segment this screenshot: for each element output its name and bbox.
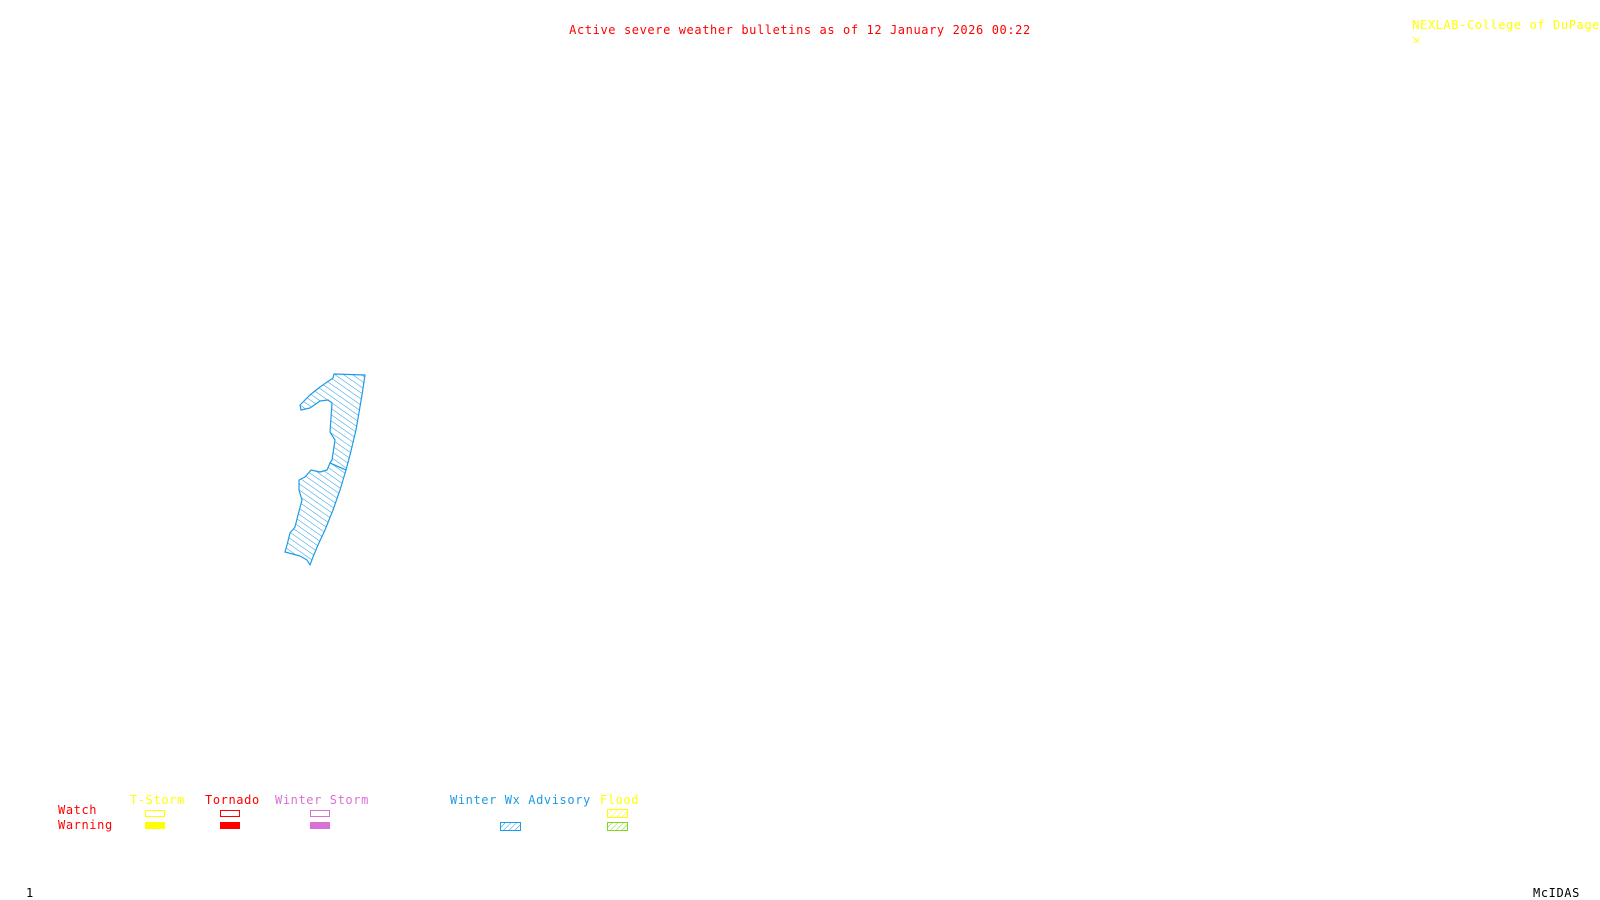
legend-label-winter-storm: Winter Storm <box>275 793 369 807</box>
advisory-polygon-north <box>299 373 366 471</box>
legend-tornado-warning-swatch <box>220 822 240 829</box>
legend-winter-storm-warning-swatch <box>310 822 330 829</box>
advisory-polygon-south <box>284 462 347 566</box>
legend-tornado-watch-swatch <box>220 810 240 817</box>
frame-number: 1 <box>26 886 34 900</box>
winter-wx-advisory-area <box>284 373 366 566</box>
page-title: Active severe weather bulletins as of 12… <box>569 23 1031 37</box>
legend-flood-warning-swatch <box>607 822 628 831</box>
credit-text: NEXLAB-College of DuPage <box>1412 18 1600 32</box>
legend-label-winter-wx-advisory: Winter Wx Advisory <box>450 793 591 807</box>
legend-flood-watch-swatch <box>607 809 628 818</box>
legend-tstorm-watch-swatch <box>145 810 165 817</box>
legend-label-tornado: Tornado <box>205 793 260 807</box>
legend-winter-wx-advisory-swatch <box>500 822 521 831</box>
legend-label-tstorm: T-Storm <box>130 793 185 807</box>
legend-tstorm-warning-swatch <box>145 822 165 829</box>
software-label: McIDAS <box>1533 886 1580 900</box>
nexlab-logo-icon: ⇲ <box>1412 32 1421 46</box>
legend-winter-storm-watch-swatch <box>310 810 330 817</box>
legend-label-flood: Flood <box>600 793 640 807</box>
legend-row-label-warning: Warning <box>58 818 113 832</box>
legend-row-label-watch: Watch <box>58 803 98 817</box>
credit-label: NEXLAB-College of DuPage ⇲ <box>1397 4 1600 46</box>
